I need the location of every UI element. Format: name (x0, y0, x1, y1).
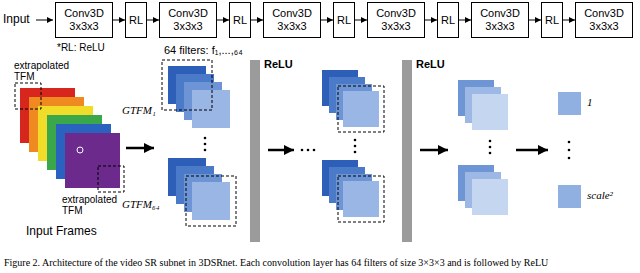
conv-box: Conv3D 3x3x3 (575, 2, 633, 38)
feature-map (472, 179, 508, 215)
conv-box: Conv3D 3x3x3 (159, 2, 217, 38)
node-text: ReLU (416, 58, 445, 70)
dot (204, 137, 207, 140)
input-arrow (36, 20, 53, 21)
conv-box: Conv3D 3x3x3 (55, 2, 113, 38)
conv-box: Conv3D 3x3x3 (471, 2, 529, 38)
connector-arrow (147, 20, 159, 21)
relu-bar: ReLU (402, 60, 412, 242)
map-label: GTFM₁ (122, 104, 156, 116)
node-text: Conv3D 3x3x3 (58, 7, 110, 33)
feature-map (192, 182, 230, 220)
pixel-mark (77, 147, 83, 153)
connector-arrow (563, 20, 575, 21)
node-text: RL (337, 14, 351, 27)
output-label: 1 (587, 96, 593, 108)
output-maps (558, 92, 581, 208)
dot (489, 146, 492, 149)
node-text: ReLU (264, 58, 293, 70)
feature-map (343, 91, 379, 127)
connector-arrow (321, 20, 333, 21)
dot (354, 139, 357, 142)
dot (489, 140, 492, 143)
figure-caption: Figure 2. Architecture of the video SR s… (4, 257, 548, 268)
dot (568, 157, 571, 160)
gtfm-stack (162, 60, 236, 226)
flow-arrow (420, 149, 448, 152)
feature-map (472, 94, 508, 130)
dashed-box (15, 83, 41, 109)
relu-box: RL (229, 2, 251, 38)
dot (307, 149, 310, 152)
connector-arrow (113, 20, 125, 21)
input-frames (15, 83, 124, 192)
dashed-box (338, 176, 384, 222)
flow-arrow (126, 147, 154, 150)
conv-box: Conv3D 3x3x3 (367, 2, 425, 38)
dot (354, 145, 357, 148)
frame-label: extrapolated TFM (62, 194, 132, 216)
output-map (558, 185, 581, 208)
feature-map (343, 181, 379, 217)
note: *RL: ReLU (57, 42, 105, 53)
frame (65, 133, 120, 188)
output-label: scale² (587, 189, 613, 201)
dot (301, 149, 304, 152)
flow-arrow (268, 149, 294, 152)
output-map (558, 92, 581, 115)
dot (204, 149, 207, 152)
dot (568, 149, 571, 152)
dashed-box (98, 166, 124, 192)
dot (313, 149, 316, 152)
dot (568, 141, 571, 144)
dashed-box (162, 60, 212, 110)
dot (489, 152, 492, 155)
relu-box: RL (333, 2, 355, 38)
flow-arrow (516, 149, 548, 152)
conv-box: Conv3D 3x3x3 (263, 2, 321, 38)
node-text: Conv3D 3x3x3 (370, 7, 422, 33)
node-text: Conv3D 3x3x3 (266, 7, 318, 33)
relu-box: RL (125, 2, 147, 38)
stack-label: Input Frames (26, 225, 97, 238)
feature-stack (322, 70, 384, 222)
connector-arrow (217, 20, 229, 21)
relu-box: RL (437, 2, 459, 38)
feature-stack (458, 80, 508, 215)
input-label: Input (3, 13, 30, 26)
relu-bar: ReLU (250, 60, 260, 242)
connector-arrow (251, 20, 263, 21)
node-text: Conv3D 3x3x3 (474, 7, 526, 33)
dashed-box (338, 86, 384, 132)
connector-arrow (459, 20, 471, 21)
dot (354, 151, 357, 154)
connector-arrow (425, 20, 437, 21)
connector-arrow (529, 20, 541, 21)
feature-map (192, 90, 230, 128)
dot (204, 143, 207, 146)
dashed-box (186, 176, 236, 226)
node-text: RL (441, 14, 455, 27)
relu-box: RL (541, 2, 563, 38)
connector-arrow (355, 20, 367, 21)
frame-label: extrapolated TFM (14, 60, 84, 82)
node-text: Conv3D 3x3x3 (162, 7, 214, 33)
filter-label: 64 filters: f₁,...,₆₄ (164, 44, 243, 56)
node-text: RL (545, 14, 559, 27)
map-label: GTFM₆₄ (122, 198, 160, 210)
node-text: RL (129, 14, 143, 27)
node-text: Conv3D 3x3x3 (578, 7, 630, 33)
node-text: RL (233, 14, 247, 27)
